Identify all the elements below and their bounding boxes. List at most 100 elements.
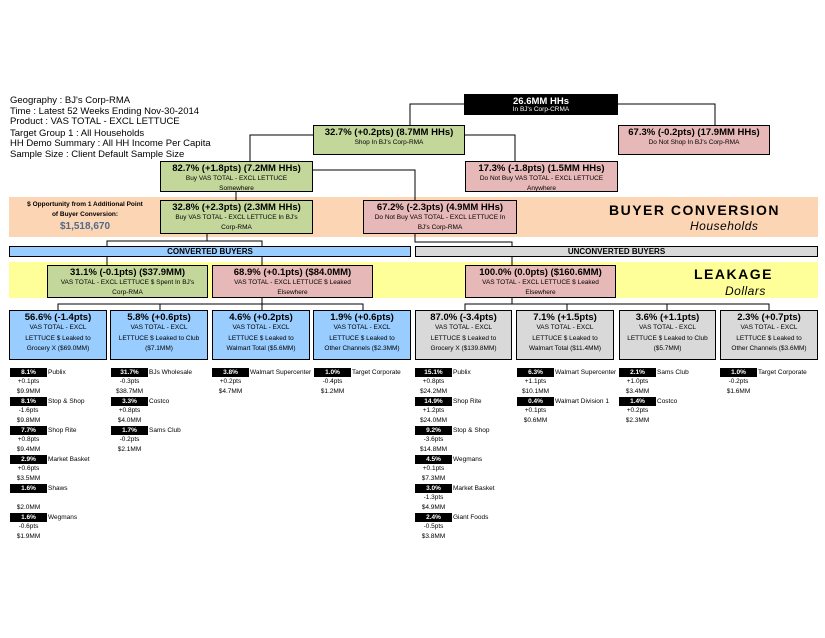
retailer-item: 1.4%Costco+0.2pts$2.3MM [619,397,719,426]
retailer-change: -0.4pts [322,378,343,385]
retailer-name: Publix [48,369,66,376]
retailer-amount: $24.0MM [419,417,448,424]
node-subtitle: Buy VAS TOTAL - EXCL LETTUCE In BJ's [175,214,298,221]
retailer-amount: $7.3MM [421,475,446,482]
node-subtitle: VAS TOTAL - EXCL [130,324,188,331]
node-subtitle: LETTUCE $ Leaked to Club [118,334,200,342]
retailer-name: Walmart Supercenter [250,369,312,376]
retailer-name: Wegmans [453,456,483,463]
retailer-item: 1.0%Target Corporate-0.2pts$1.6MM [720,368,820,397]
retailer-name: Walmart Division 1 [555,398,609,405]
node-title: 1.9% (+0.6pts) [330,312,394,323]
retailer-item: 9.2%Stop & Shop-3.6pts$14.8MM [415,426,515,455]
retailer-item: 1.0%Target Corporate-0.4pts$1.2MM [314,368,414,397]
retailer-item: 6.3%Walmart Supercenter+1.1pts$10.1MM [517,368,617,397]
node-subtitle: Walmart Total ($11.4MM) [528,345,602,352]
node-title: 67.2% (-2.3pts) (4.9MM HHs) [376,202,504,213]
retailer-name: Walmart Supercenter [555,369,617,376]
retailer-share: 1.0% [720,368,757,377]
retailer-change: +1.2pts [422,407,445,414]
node-title: 26.6MM HHs [513,96,569,107]
node-subtitle: LETTUCE $ Leaked to [736,334,802,342]
retailer-change: +0.1pts [17,378,40,385]
retailer-name: Shop Rite [48,427,77,434]
node-subtitle: LETTUCE $ Leaked to [329,334,395,342]
node-subtitle: Elsewhere [277,289,308,296]
retailer-name: Shop Rite [453,398,482,405]
retailer-amount: $1.2MM [320,388,345,395]
retailer-share: 3.8% [212,368,249,377]
retailer-change: -1.6pts [18,407,39,414]
retailer-item: 7.7%Shop Rite+0.8pts$9.4MM [10,426,110,455]
node-title: 68.9% (+0.1pts) ($84.0MM) [233,267,352,278]
node-subtitle: Grocery X ($139.8MM) [430,345,497,352]
report-parameter-line: Sample Size : Client Default Sample Size [10,148,185,160]
retailer-item: 4.5%Wegmans+0.1pts$7.3MM [415,455,515,484]
node-subtitle: Anywhere [527,185,556,192]
retailer-amount: $3.4MM [625,388,650,395]
retailer-amount: $9.4MM [16,446,41,453]
retailer-share: 3.3% [111,397,148,406]
node-subtitle: In BJ's Corp-CRMA [512,106,570,113]
node-subtitle: VAS TOTAL - EXCL LETTUCE $ Spent In BJ's [60,279,195,286]
node-subtitle: Grocery X ($69.0MM) [26,345,90,352]
retailer-name: Target Corporate [352,369,401,376]
leakage-subtitle: Dollars [725,284,766,298]
node-subtitle: LETTUCE $ Leaked to [532,334,598,342]
retailer-item: 2.1%Sams Club+1.0pts$3.4MM [619,368,719,397]
retailer-change: -0.5pts [423,523,444,530]
node-subtitle: VAS TOTAL - EXCL LETTUCE $ Leaked [234,279,351,286]
retailer-share: 1.6% [10,484,47,493]
report-parameter-line: Product : VAS TOTAL - EXCL LETTUCE [10,116,180,127]
do-not-shop-node: 67.3% (-0.2pts) (17.9MM HHs) Do Not Shop… [618,125,770,155]
retailer-amount: $4.7MM [218,388,243,395]
node-title: 4.6% (+0.2pts) [229,312,293,323]
node-subtitle: Do Not Buy VAS TOTAL - EXCL LETTUCE In [374,214,506,221]
report-parameter-line: Target Group 1 : All Households [10,127,145,139]
retailer-change: +0.8pts [118,407,141,414]
node-subtitle: LETTUCE $ Leaked to [228,334,294,342]
retailer-change: -1.3pts [423,494,444,501]
retailer-share: 2.9% [10,455,47,464]
retailer-amount: $1.9MM [16,533,41,540]
node-title: 67.3% (-0.2pts) (17.9MM HHs) [628,127,760,138]
retailer-name: Stop & Shop [453,427,490,434]
converted-buyers-bar: CONVERTED BUYERS [9,246,411,257]
retailer-change: +0.1pts [422,465,445,472]
spent-in-bjs-node: 31.1% (-0.1pts) ($37.9MM) VAS TOTAL - EX… [47,265,208,298]
retailer-change: -0.3pts [119,378,140,385]
node-title: 17.3% (-1.8pts) (1.5MM HHs) [478,163,605,174]
retailer-change: +1.0pts [626,378,649,385]
retailer-item: 1.6%Wegmans-0.6pts$1.9MM [10,513,110,542]
retailer-amount: $3.8MM [421,533,446,540]
retailer-share: 14.9% [415,397,452,406]
retailer-share: 9.2% [415,426,452,435]
retailer-item: 3.3%Costco+0.8pts$4.0MM [111,397,211,426]
report-parameter-line: Time : Latest 52 Weeks Ending Nov-30-201… [10,105,200,117]
retailer-amount: $14.8MM [419,446,448,453]
retailer-item: 2.4%Giant Foods-0.5pts$3.8MM [415,513,515,542]
retailer-item: 8.1%Stop & Shop-1.6pts$9.8MM [10,397,110,426]
retailer-amount: $4.9MM [421,504,446,511]
retailer-change: +0.2pts [626,407,649,414]
retailer-name: Market Basket [48,456,90,463]
opportunity-value: $1,518,670 [59,221,111,232]
total-households-node: 26.6MM HHs In BJ's Corp-CRMA [464,94,618,115]
node-subtitle: LETTUCE $ Leaked to [25,334,91,342]
retailer-change: +0.8pts [422,378,445,385]
retailer-name: Market Basket [453,485,495,492]
buyer-conversion-title: BUYER CONVERSION [609,202,781,218]
retailer-item: 0.4%Walmart Division 1+0.1pts$0.6MM [517,397,617,426]
node-title: 32.8% (+2.3pts) (2.3MM HHs) [172,202,301,213]
retailer-item: 1.6%Shaws$2.0MM [10,484,110,513]
node-title: 87.0% (-3.4pts) [430,312,497,323]
node-subtitle: Do Not Buy VAS TOTAL - EXCL LETTUCE [479,175,604,182]
node-title: 31.1% (-0.1pts) ($37.9MM) [69,267,186,278]
retailer-name: Publix [453,369,471,376]
node-subtitle: Buy VAS TOTAL - EXCL LETTUCE [185,175,288,182]
